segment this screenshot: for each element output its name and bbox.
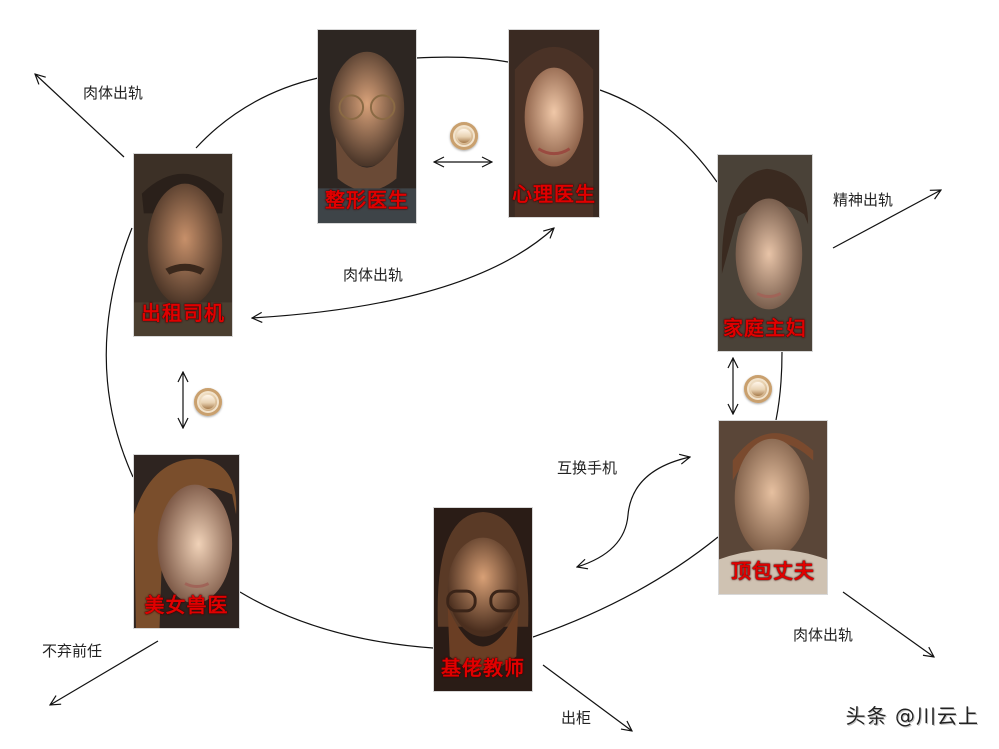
relation-label-taxi-out: 肉体出轨: [83, 84, 144, 102]
character-gay-teacher: 基佬教师: [433, 507, 533, 692]
link-psych-housewife: [599, 89, 718, 183]
portrait-dark-haired-woman-icon: [509, 30, 599, 217]
link-taxi-surgeon: [195, 77, 319, 149]
link-surgeon-psych: [415, 56, 509, 63]
relation-label-housewife-out: 精神出轨: [833, 191, 894, 209]
portrait-bearded-man-glasses-icon: [434, 508, 532, 691]
arrow-vet-out: [50, 640, 159, 705]
character-label: 整形医生: [325, 188, 409, 212]
portrait-balding-man-icon: [719, 421, 827, 594]
character-label: 美女兽医: [144, 593, 229, 617]
portrait-short-haired-woman-icon: [718, 155, 812, 351]
arrow-housewife-out: [832, 190, 941, 249]
portrait-mustached-man-icon: [134, 154, 232, 336]
character-label: 家庭主妇: [723, 316, 807, 340]
wedding-ring-icon: [194, 388, 222, 416]
portrait-curly-haired-woman-icon: [134, 455, 239, 628]
link-teacher-vet: [239, 591, 434, 649]
character-label: 心理医生: [512, 182, 596, 206]
character-housewife: 家庭主妇: [717, 154, 813, 352]
relation-label-vet-ex: 不弃前任: [42, 642, 103, 660]
relation-label-taxi-psychologist: 肉体出轨: [343, 266, 404, 284]
character-plastic-surgeon: 整形医生: [317, 29, 417, 224]
link-housewife-husband: [775, 351, 783, 421]
watermark: 头条 @川云上: [845, 704, 979, 728]
link-vet-taxi: [105, 227, 134, 478]
character-taxi-driver: 出租司机: [133, 153, 233, 337]
relation-label-phone-swap: 互换手机: [557, 459, 618, 477]
wedding-ring-icon: [744, 375, 772, 403]
arrow-phone-swap: [577, 457, 690, 567]
portrait-bearded-man-glasses-icon: [318, 30, 416, 223]
character-scapegoat-husband: 顶包丈夫: [718, 420, 828, 595]
character-label: 基佬教师: [441, 656, 525, 680]
link-husband-teacher: [532, 536, 719, 638]
arrow-teacher-out: [542, 664, 632, 731]
arrow-taxi-psych: [252, 228, 554, 318]
character-label: 出租司机: [141, 301, 225, 325]
wedding-ring-icon: [450, 122, 478, 150]
arrow-taxi-out: [35, 74, 125, 158]
character-label: 顶包丈夫: [731, 559, 815, 583]
character-psychologist: 心理医生: [508, 29, 600, 218]
character-veterinarian: 美女兽医: [133, 454, 240, 629]
relation-label-husband-out: 肉体出轨: [793, 626, 854, 644]
arrow-husband-out: [842, 591, 934, 657]
relation-label-teacher-out: 出柜: [561, 709, 592, 727]
